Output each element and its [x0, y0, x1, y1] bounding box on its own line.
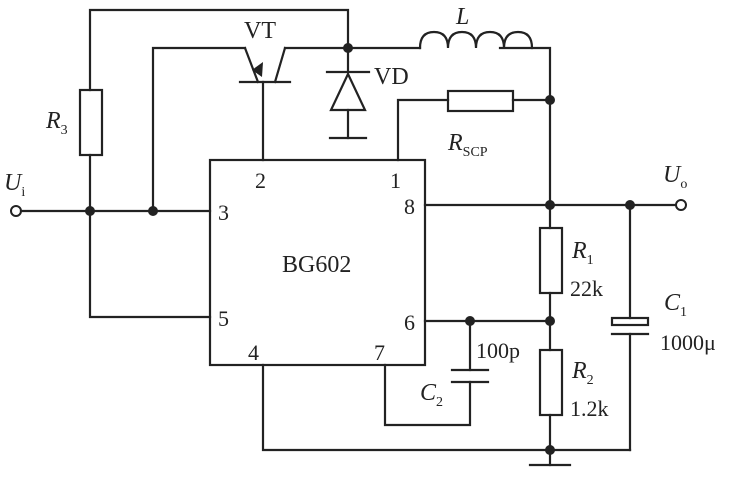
wire-inductor-out	[498, 46, 552, 102]
inductor-l	[418, 30, 534, 50]
resistor-rscp	[446, 89, 515, 113]
input-terminal[interactable]	[10, 205, 22, 217]
label-uo: Uo	[663, 162, 687, 192]
label-r1: R1	[571, 238, 594, 268]
pin-3: 3	[218, 200, 229, 225]
junction-ground	[545, 445, 555, 455]
label-c1: C1	[664, 290, 687, 320]
label-r3: R3	[45, 108, 68, 138]
label-rscp: RSCP	[447, 130, 488, 160]
value-c1: 1000μ	[660, 330, 716, 355]
pin-4: 4	[248, 340, 259, 365]
value-c2: 100p	[476, 338, 520, 363]
ic-name: BG602	[282, 252, 351, 278]
resistor-r1	[538, 226, 564, 295]
label-vd: VD	[374, 64, 409, 90]
resistor-r3	[78, 88, 104, 157]
label-c2: C2	[420, 380, 443, 410]
wire-to-pin5	[88, 209, 212, 319]
value-r1: 22k	[570, 276, 603, 301]
transistor-vt-emitter-leg	[243, 46, 260, 84]
label-vt: VT	[244, 18, 276, 44]
capacitor-c1-plate-top	[610, 316, 650, 327]
output-terminal[interactable]	[675, 199, 687, 211]
transistor-vt-collector-leg	[273, 46, 287, 84]
value-r2: 1.2k	[570, 396, 609, 421]
transistor-vt-arrow	[252, 62, 263, 77]
wire-r3-top	[88, 8, 350, 92]
pin-2: 2	[255, 168, 266, 193]
wire-rscp-to-pin1	[396, 98, 450, 162]
pin-5: 5	[218, 306, 229, 331]
pin-1: 1	[390, 168, 401, 193]
label-l: L	[455, 4, 469, 30]
diode-vd-triangle	[329, 71, 367, 112]
wire-vt-emitter	[151, 46, 247, 213]
pin-6: 6	[404, 310, 415, 335]
resistor-r2	[538, 348, 564, 417]
pin-8: 8	[404, 194, 415, 219]
pin-7: 7	[374, 340, 385, 365]
ic-bg602-body	[208, 158, 427, 367]
label-r2: R2	[571, 358, 594, 388]
wire-c2-to-pin7	[383, 363, 472, 427]
wire-ground-rail	[261, 363, 632, 452]
label-ui: Ui	[4, 170, 25, 200]
